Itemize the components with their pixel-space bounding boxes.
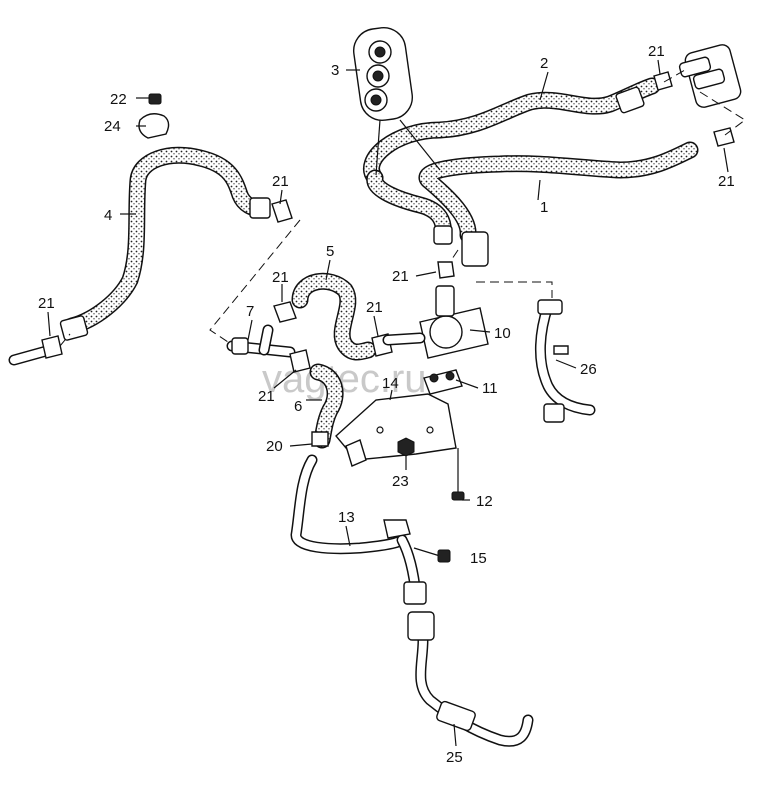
hose-1 bbox=[418, 141, 699, 244]
leader-lines bbox=[47, 59, 729, 747]
watermark: vagtec.ru bbox=[262, 357, 427, 401]
bolt-12 bbox=[451, 448, 465, 501]
callout-21-left: 21 bbox=[38, 295, 55, 312]
callouts: 1 2 3 4 5 6 7 10 11 12 13 14 15 20 21 21… bbox=[38, 43, 735, 766]
callout-24: 24 bbox=[104, 118, 121, 135]
clamp-21-left bbox=[41, 335, 63, 359]
hose-5 bbox=[273, 272, 393, 361]
nut-22 bbox=[148, 93, 162, 105]
hose-6 bbox=[289, 349, 344, 449]
callout-21-right: 21 bbox=[718, 173, 735, 190]
clamp-21-hose6 bbox=[289, 349, 311, 373]
clamp-21-hose5 bbox=[273, 301, 297, 323]
grommet-3 bbox=[352, 26, 414, 122]
bolt-15 bbox=[413, 547, 451, 563]
nut-23 bbox=[397, 437, 415, 457]
callout-15: 15 bbox=[470, 550, 487, 567]
callout-21-top-right: 21 bbox=[648, 43, 665, 60]
pipe-26 bbox=[535, 299, 596, 423]
callout-12: 12 bbox=[476, 493, 493, 510]
callout-21-pump-top: 21 bbox=[392, 268, 409, 285]
hose-25 bbox=[407, 611, 534, 747]
callout-21-hose6: 21 bbox=[258, 388, 275, 405]
mount-11 bbox=[423, 369, 463, 395]
pipe-13 bbox=[290, 454, 427, 605]
left-pipe-stub bbox=[8, 335, 63, 366]
hose-2 bbox=[363, 77, 661, 187]
callout-23: 23 bbox=[392, 473, 409, 490]
callout-5: 5 bbox=[326, 243, 334, 260]
bracket-14 bbox=[335, 393, 457, 467]
clamp-21-top-right bbox=[653, 71, 673, 91]
callout-22: 22 bbox=[110, 91, 127, 108]
hose-2-pump-sleeve bbox=[433, 225, 453, 245]
pump-10 bbox=[382, 261, 489, 359]
pipe-13-bracket bbox=[383, 519, 411, 539]
callout-7: 7 bbox=[246, 303, 254, 320]
right-connectors bbox=[653, 44, 742, 147]
clip-24 bbox=[138, 93, 170, 139]
callout-26: 26 bbox=[580, 361, 597, 378]
hose-1-pump-connector bbox=[461, 231, 489, 267]
callout-4: 4 bbox=[104, 207, 112, 224]
callout-20: 20 bbox=[266, 438, 283, 455]
callout-10: 10 bbox=[494, 325, 511, 342]
callout-1: 1 bbox=[540, 199, 548, 216]
callout-21-hose5: 21 bbox=[272, 269, 289, 286]
callout-2: 2 bbox=[540, 55, 548, 72]
t-connector-7 bbox=[226, 324, 296, 358]
callout-21-pump-left: 21 bbox=[366, 299, 383, 316]
callout-13: 13 bbox=[338, 509, 355, 526]
callout-21-hose4: 21 bbox=[272, 173, 289, 190]
clamp-21-pump-top bbox=[437, 261, 455, 279]
callout-14: 14 bbox=[382, 375, 399, 392]
hose-2-end-sleeve bbox=[615, 86, 645, 114]
callout-11: 11 bbox=[482, 380, 498, 397]
callout-25: 25 bbox=[446, 749, 463, 766]
callout-6: 6 bbox=[294, 398, 302, 415]
hose-4 bbox=[59, 146, 271, 341]
clamp-20 bbox=[311, 431, 329, 447]
clamp-21-hose4 bbox=[271, 199, 293, 223]
callout-3: 3 bbox=[331, 62, 339, 79]
hose-2-lower-leg bbox=[366, 169, 489, 267]
